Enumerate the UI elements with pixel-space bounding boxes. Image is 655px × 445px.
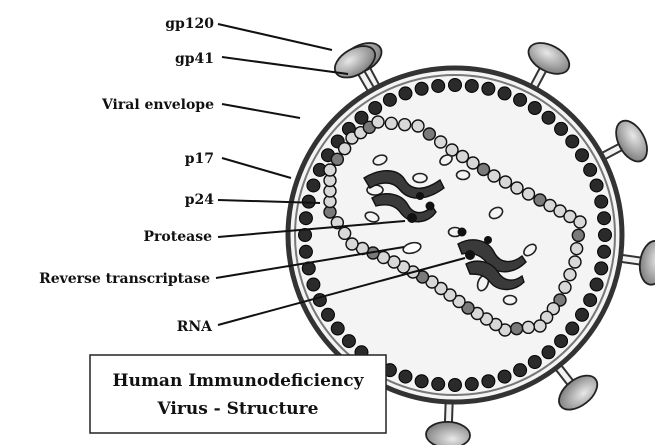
p17-bead [566, 135, 579, 148]
p24-bead [572, 229, 584, 241]
p24-bead [331, 153, 343, 165]
p17-bead [514, 93, 527, 106]
p17-bead [321, 308, 334, 321]
p17-bead [449, 79, 462, 92]
p17-bead [599, 229, 612, 242]
p17-bead [465, 79, 478, 92]
p24-bead [522, 321, 534, 333]
p24-bead [324, 164, 336, 176]
p17-bead [598, 212, 611, 225]
p17-bead [299, 212, 312, 225]
p17-bead [482, 82, 495, 95]
caption-line-1: Human Immunodeficiency [113, 371, 365, 391]
p24-bead [467, 157, 479, 169]
p17-bead [542, 346, 555, 359]
p17-bead [555, 335, 568, 348]
p24-bead [412, 120, 424, 132]
p17-bead [590, 278, 603, 291]
label-p24: p24 [185, 192, 215, 208]
p17-bead [369, 101, 382, 114]
p17-bead [584, 163, 597, 176]
p24-bead [423, 128, 435, 140]
label-viral-envelope: Viral envelope [101, 97, 214, 113]
p17-bead [595, 262, 608, 275]
p17-bead [590, 179, 603, 192]
p17-bead [415, 82, 428, 95]
p24-bead [372, 116, 384, 128]
p17-bead [542, 111, 555, 124]
p17-bead [432, 79, 445, 92]
label-gp120: gp120 [165, 16, 214, 32]
p17-bead [465, 378, 478, 391]
p24-bead [500, 176, 512, 188]
p17-bead [498, 370, 511, 383]
p24-bead [571, 243, 583, 255]
p17-bead [482, 375, 495, 388]
p17-bead [383, 93, 396, 106]
p24-bead [488, 170, 500, 182]
p17-bead [598, 245, 611, 258]
p24-bead [399, 119, 411, 131]
label-p17: p17 [185, 151, 214, 167]
label-protease: Protease [144, 229, 213, 245]
p17-bead [415, 375, 428, 388]
p17-bead [528, 356, 541, 369]
p17-bead [555, 122, 568, 135]
p17-bead [299, 245, 312, 258]
p24-bead [511, 182, 523, 194]
p17-bead [307, 179, 320, 192]
p17-bead [307, 278, 320, 291]
p17-bead [399, 370, 412, 383]
p17-bead [528, 101, 541, 114]
label-reverse-transcriptase: Reverse transcriptase [39, 271, 210, 287]
p24-bead [339, 227, 351, 239]
p24-bead [478, 164, 490, 176]
p24-bead [559, 281, 571, 293]
p24-bead [523, 188, 535, 200]
p24-bead [339, 143, 351, 155]
p17-bead [595, 195, 608, 208]
p17-bead [432, 378, 445, 391]
p24-bead [574, 216, 586, 228]
p17-bead [514, 364, 527, 377]
p24-bead [511, 323, 523, 335]
p17-bead [449, 379, 462, 392]
p24-bead [435, 136, 447, 148]
p17-bead [584, 294, 597, 307]
p17-bead [331, 322, 344, 335]
p24-bead [385, 117, 397, 129]
spike [553, 361, 604, 416]
p24-bead [569, 256, 581, 268]
p17-bead [342, 335, 355, 348]
p24-bead [534, 320, 546, 332]
caption-box: Human Immunodeficiency Virus - Structure [90, 355, 386, 433]
p24-bead [457, 151, 469, 163]
p24-bead [564, 269, 576, 281]
p17-bead [566, 322, 579, 335]
caption-line-2: Virus - Structure [157, 399, 319, 419]
p24-bead [346, 238, 358, 250]
label-gp41: gp41 [175, 51, 214, 67]
p17-bead [498, 87, 511, 100]
p17-bead [576, 149, 589, 162]
p17-bead [399, 87, 412, 100]
p17-bead [576, 308, 589, 321]
label-rna: RNA [177, 319, 213, 335]
